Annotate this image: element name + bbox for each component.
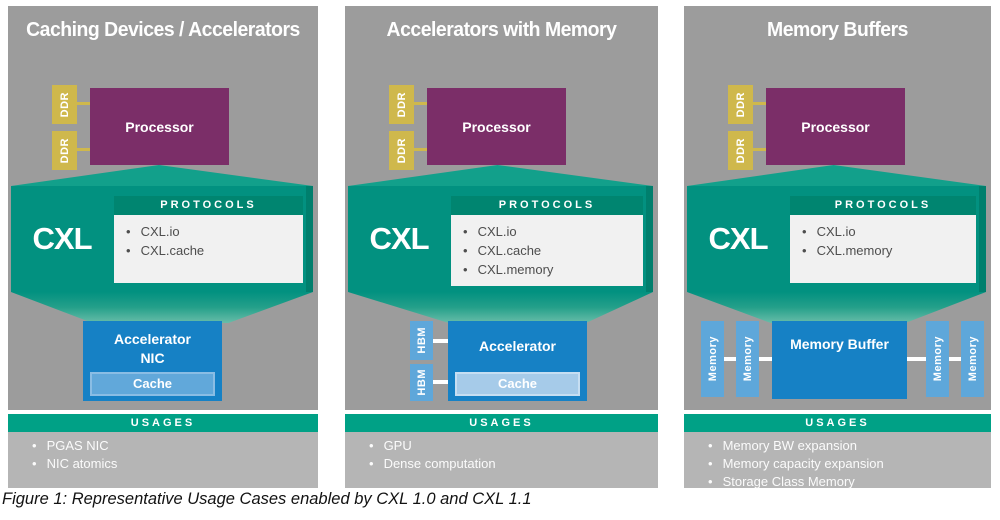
usages-header: USAGES bbox=[684, 414, 991, 432]
panel-title: Memory Buffers bbox=[767, 19, 908, 41]
panel-memory-buffers: Memory Buffers DDR DDR Processor CXL PRO… bbox=[684, 6, 991, 491]
device-label: Accelerator bbox=[478, 338, 557, 354]
device-label: NIC bbox=[140, 350, 165, 366]
cxl-label: CXL bbox=[32, 221, 93, 256]
processor-label: Processor bbox=[125, 118, 194, 135]
protocol-item: CXL.cache bbox=[463, 241, 635, 260]
memory-label: Memory bbox=[706, 336, 719, 382]
panel-title: Accelerators with Memory bbox=[386, 19, 617, 41]
cxl-box: CXL PROTOCOLS CXL.io CXL.memory bbox=[687, 186, 986, 292]
memory-label: Memory bbox=[931, 336, 944, 382]
memory-block: Memory bbox=[926, 321, 949, 397]
ddr-block: DDR bbox=[728, 85, 753, 124]
ddr-block: DDR bbox=[52, 85, 77, 124]
ddr-block: DDR bbox=[52, 131, 77, 170]
protocols-header: PROTOCOLS bbox=[790, 196, 976, 215]
cxl-funnel-bottom bbox=[348, 292, 653, 323]
memory-connector-line bbox=[907, 357, 926, 361]
cxl-funnel-bottom bbox=[11, 292, 313, 323]
accelerator-nic-box: Accelerator NIC Cache bbox=[83, 321, 222, 401]
protocols-list: CXL.io CXL.memory bbox=[790, 215, 976, 283]
device-label: Accelerator bbox=[113, 331, 192, 347]
processor-label: Processor bbox=[801, 118, 870, 135]
usages-list: GPU Dense computation bbox=[345, 432, 658, 488]
panel-board: Memory Buffers DDR DDR Processor CXL PRO… bbox=[684, 6, 991, 410]
ddr-block: DDR bbox=[389, 131, 414, 170]
usage-item: Memory capacity expansion bbox=[708, 455, 991, 473]
ddr-label: DDR bbox=[58, 91, 71, 118]
memory-block: Memory bbox=[961, 321, 984, 397]
ddr-label: DDR bbox=[734, 91, 747, 118]
protocol-item: CXL.io bbox=[802, 222, 968, 241]
panel-caching-devices-accelerators: Caching Devices / Accelerators DDR DDR P… bbox=[8, 6, 318, 488]
cxl-box: CXL PROTOCOLS CXL.io CXL.cache bbox=[11, 186, 313, 292]
memory-block: Memory bbox=[701, 321, 724, 397]
panel-title: Caching Devices / Accelerators bbox=[26, 19, 300, 41]
ddr-label: DDR bbox=[395, 91, 408, 118]
ddr-connector-line bbox=[77, 102, 90, 105]
hbm-connector-line bbox=[433, 380, 448, 384]
ddr-block: DDR bbox=[389, 85, 414, 124]
hbm-block: HBM bbox=[410, 364, 433, 401]
ddr-connector-line bbox=[414, 102, 427, 105]
processor-label: Processor bbox=[462, 118, 531, 135]
ddr-label: DDR bbox=[58, 137, 71, 164]
protocol-item: CXL.memory bbox=[463, 260, 635, 279]
protocols-panel: PROTOCOLS CXL.io CXL.cache bbox=[114, 196, 303, 283]
panel-accelerators-with-memory: Accelerators with Memory DDR DDR Process… bbox=[345, 6, 658, 488]
ddr-connector-line bbox=[753, 148, 766, 151]
usages-header: USAGES bbox=[345, 414, 658, 432]
figure-caption: Figure 1: Representative Usage Cases ena… bbox=[2, 490, 532, 508]
processor-box: Processor bbox=[90, 88, 229, 165]
ddr-label: DDR bbox=[734, 137, 747, 164]
memory-buffer-box: Memory Buffer bbox=[772, 321, 907, 399]
memory-connector-line bbox=[724, 357, 736, 361]
protocol-item: CXL.io bbox=[463, 222, 635, 241]
hbm-label: HBM bbox=[415, 327, 428, 354]
cache-box: Cache bbox=[90, 372, 215, 396]
protocols-header: PROTOCOLS bbox=[114, 196, 303, 215]
panel-board: Accelerators with Memory DDR DDR Process… bbox=[345, 6, 658, 410]
memory-connector-line bbox=[759, 357, 772, 361]
ddr-connector-line bbox=[753, 102, 766, 105]
ddr-connector-line bbox=[77, 148, 90, 151]
hbm-label: HBM bbox=[415, 369, 428, 396]
accelerator-box: Accelerator Cache bbox=[448, 321, 587, 401]
usages-header: USAGES bbox=[8, 414, 318, 432]
protocols-list: CXL.io CXL.cache bbox=[114, 215, 303, 283]
usage-item: Storage Class Memory bbox=[708, 473, 991, 491]
usage-item: PGAS NIC bbox=[32, 437, 318, 455]
usage-item: GPU bbox=[369, 437, 658, 455]
protocol-item: CXL.io bbox=[126, 222, 295, 241]
usage-item: Dense computation bbox=[369, 455, 658, 473]
cxl-label: CXL bbox=[708, 221, 769, 256]
memory-block: Memory bbox=[736, 321, 759, 397]
ddr-connector-line bbox=[414, 148, 427, 151]
cxl-box: CXL PROTOCOLS CXL.io CXL.cache CXL.memor… bbox=[348, 186, 653, 292]
protocol-item: CXL.cache bbox=[126, 241, 295, 260]
usages-list: PGAS NIC NIC atomics bbox=[8, 432, 318, 488]
ddr-block: DDR bbox=[728, 131, 753, 170]
protocols-panel: PROTOCOLS CXL.io CXL.memory bbox=[790, 196, 976, 283]
cxl-funnel-bottom bbox=[687, 292, 986, 323]
protocol-item: CXL.memory bbox=[802, 241, 968, 260]
memory-label: Memory bbox=[966, 336, 979, 382]
ddr-label: DDR bbox=[395, 137, 408, 164]
usage-item: NIC atomics bbox=[32, 455, 318, 473]
protocols-header: PROTOCOLS bbox=[451, 196, 643, 215]
memory-label: Memory bbox=[741, 336, 754, 382]
panel-board: Caching Devices / Accelerators DDR DDR P… bbox=[8, 6, 318, 410]
cxl-label: CXL bbox=[369, 221, 430, 256]
protocols-panel: PROTOCOLS CXL.io CXL.cache CXL.memory bbox=[451, 196, 643, 286]
usages-list: Memory BW expansion Memory capacity expa… bbox=[684, 432, 991, 491]
hbm-connector-line bbox=[433, 339, 448, 343]
processor-box: Processor bbox=[427, 88, 566, 165]
protocols-list: CXL.io CXL.cache CXL.memory bbox=[451, 215, 643, 286]
hbm-block: HBM bbox=[410, 321, 433, 360]
usage-item: Memory BW expansion bbox=[708, 437, 991, 455]
memory-connector-line bbox=[949, 357, 961, 361]
processor-box: Processor bbox=[766, 88, 905, 165]
device-label: Memory Buffer bbox=[790, 336, 889, 352]
cache-box: Cache bbox=[455, 372, 580, 396]
